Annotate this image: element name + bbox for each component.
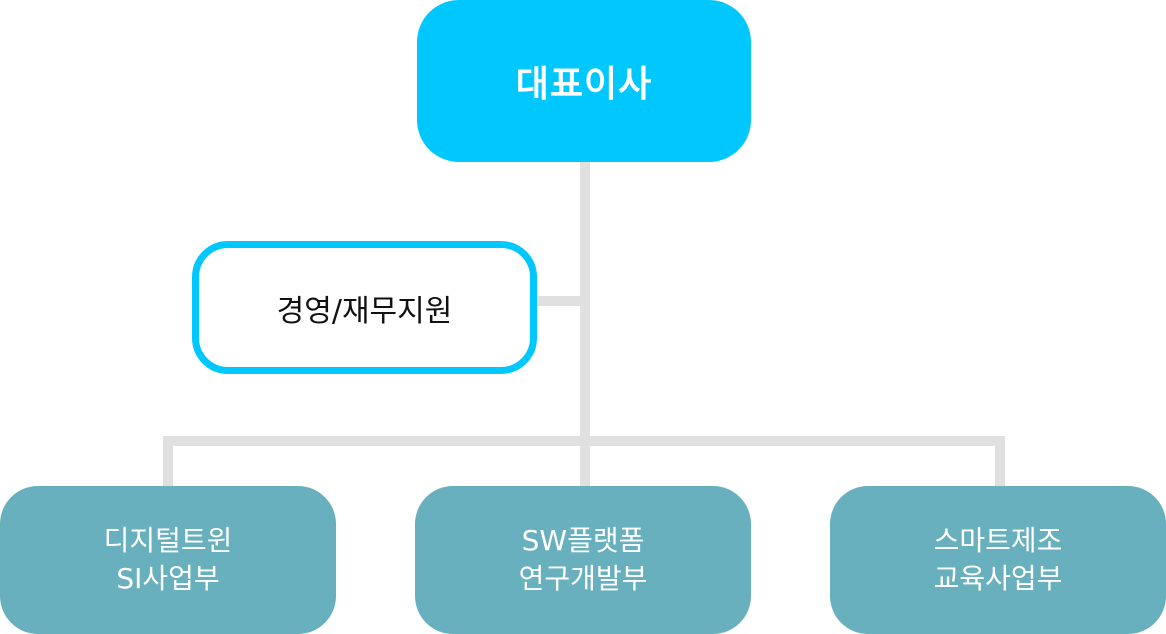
dept-node-smart-manufacturing: 스마트제조 교육사업부 bbox=[830, 486, 1166, 634]
dept-label-line2: 교육사업부 bbox=[933, 562, 1063, 595]
connector-vertical-main bbox=[580, 160, 590, 490]
dept-node-sw-platform: SW플랫폼 연구개발부 bbox=[415, 486, 751, 634]
ceo-label: 대표이사 bbox=[515, 64, 653, 105]
connector-dept-1 bbox=[163, 436, 173, 488]
connector-dept-3 bbox=[995, 436, 1005, 488]
ceo-node: 대표이사 bbox=[417, 0, 751, 162]
dept-label-line1: SW플랫폼 bbox=[521, 524, 645, 557]
dept-label-line2: 연구개발부 bbox=[518, 562, 648, 595]
connector-support-branch bbox=[535, 296, 585, 306]
connector-horizontal-bus bbox=[163, 436, 1005, 446]
support-node: 경영/재무지원 bbox=[192, 241, 537, 374]
dept-label-line1: 디지털트윈 bbox=[103, 524, 233, 557]
dept-node-digital-twin: 디지털트윈 SI사업부 bbox=[0, 486, 336, 634]
dept-label-line1: 스마트제조 bbox=[933, 524, 1063, 557]
support-label: 경영/재무지원 bbox=[276, 293, 453, 329]
dept-label-line2: SI사업부 bbox=[116, 562, 220, 595]
